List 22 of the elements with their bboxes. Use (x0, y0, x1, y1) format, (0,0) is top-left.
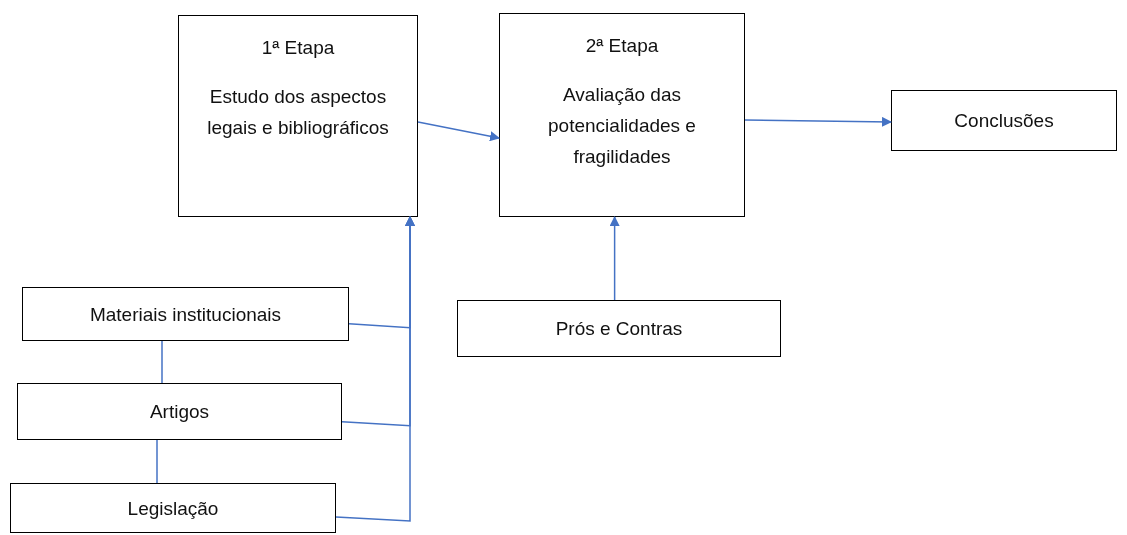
box-text: Materiais institucionais (89, 302, 282, 327)
box-text: Avaliação das potencialidades e fragilidades (547, 83, 697, 169)
box-text: Estudo dos aspectos legais e bibliográficos (206, 85, 390, 140)
connector-line (156, 439, 158, 484)
process-box (499, 13, 745, 217)
box-text: Artigos (149, 400, 210, 424)
process-box (22, 287, 349, 341)
box-heading: 2ª Etapa (585, 34, 659, 58)
box-heading: 1ª Etapa (261, 36, 335, 60)
arrow (609, 216, 620, 301)
process-box (178, 15, 418, 217)
connector-line (161, 340, 163, 384)
process-box (891, 90, 1117, 151)
process-box (17, 383, 342, 440)
box-text: Prós e Contras (555, 317, 683, 341)
arrow (744, 116, 892, 127)
process-box (10, 483, 336, 533)
arrow (417, 121, 500, 142)
box-text: Legislação (127, 496, 219, 521)
process-box (457, 300, 781, 357)
box-text: Conclusões (954, 109, 1054, 133)
arrow (335, 216, 415, 522)
